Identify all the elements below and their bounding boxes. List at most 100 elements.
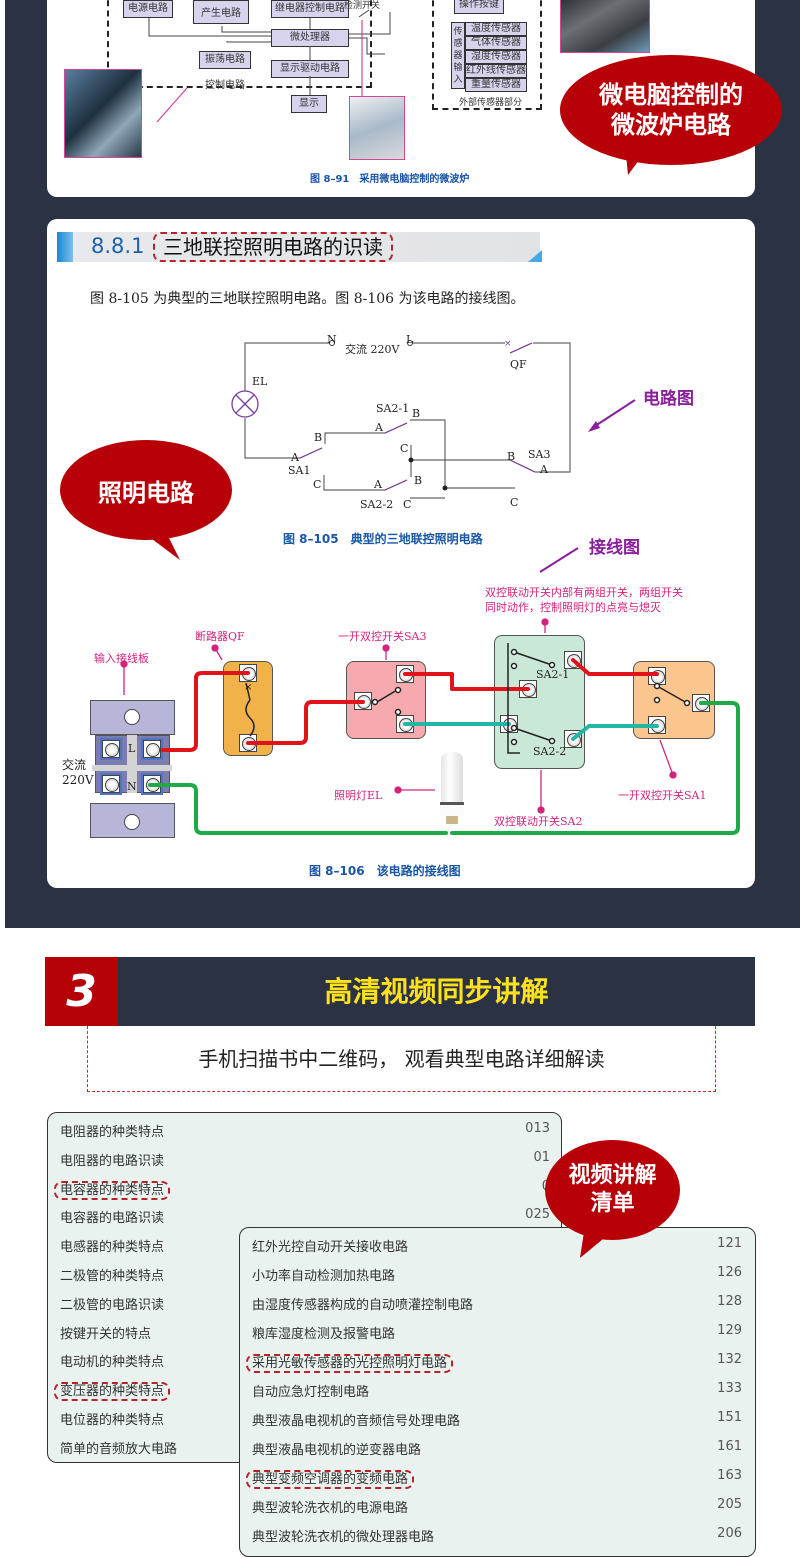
block-operate-keys: 操作按键	[454, 0, 504, 14]
bubble-tail	[140, 530, 180, 560]
video-list-item[interactable]: 典型液晶电视机的音频信号处理电路 151	[252, 1410, 742, 1429]
control-circuit-label: 控制电路	[205, 80, 245, 91]
sensor-input-label: 传感器输入	[451, 22, 465, 89]
schematic-a-label: A	[291, 451, 299, 464]
video-list-item-page: 129	[717, 1323, 742, 1338]
video-list-item-title: 简单的音频放大电路	[60, 1441, 178, 1457]
schematic-n-label: N	[327, 333, 337, 346]
input-board-label: 输入接线板	[94, 652, 149, 665]
video-list-item-title: 电位器的种类特点	[60, 1413, 165, 1428]
video-list-item-title: 二极管的电路识读	[60, 1297, 165, 1313]
block-display: 显示	[291, 95, 327, 113]
schematic-c-label: C	[403, 498, 412, 511]
video-list-item[interactable]: 简单的音频放大电路	[60, 1438, 550, 1457]
svg-text:×: ×	[504, 339, 512, 349]
video-list-item[interactable]: 电感器的种类特点	[60, 1236, 550, 1255]
ac-input-line2: 220V	[62, 773, 94, 787]
video-list-item[interactable]: 采用光敏传感器的光控照明灯电路 132	[246, 1352, 742, 1373]
section-3-title: 高清视频同步讲解	[118, 957, 755, 1026]
section-3-number: 3	[45, 957, 118, 1026]
ac-input-line1: 交流	[62, 758, 87, 772]
schematic-wires: ×	[231, 339, 636, 573]
schematic-a-label: A	[374, 478, 382, 491]
video-list-item[interactable]: 电动机的种类特点	[60, 1351, 550, 1370]
video-list-item[interactable]: 电位器的种类特点	[60, 1409, 550, 1428]
microwave-internal-photo	[560, 0, 650, 53]
video-list-item[interactable]: 按键开关的特点	[60, 1323, 550, 1342]
sensor-item: 重量传感器	[465, 78, 527, 92]
video-list-item-title: 变压器的种类特点	[54, 1382, 171, 1402]
video-list-item-page: 151	[717, 1410, 742, 1425]
detect-switch-photo	[349, 96, 405, 160]
video-list-item-title: 典型液晶电视机的音频信号处理电路	[252, 1414, 461, 1429]
schematic-b-label: B	[414, 474, 423, 487]
terminal-board-bottom	[90, 803, 175, 838]
section-heading: 8.8.1 三地联控照明电路的识读	[57, 232, 542, 262]
sensor-list: 温度传感器 气体传感器 湿度传感器 红外线传感器 重量传感器	[465, 22, 527, 92]
sa2-note-line1: 双控联动开关内部有两组开关，两组开关	[485, 586, 683, 599]
wiring-pointer-label: 接线图	[589, 538, 640, 558]
schematic-sa2-2-label: SA2-2	[360, 498, 394, 511]
schematic-a-label: A	[540, 463, 548, 476]
schematic-b-label: B	[314, 431, 323, 444]
schematic-c-label: C	[400, 442, 409, 455]
corner-triangle-icon	[528, 250, 542, 262]
section-number: 8.8.1	[91, 234, 145, 258]
lighting-callout-text: 照明电路	[98, 478, 194, 507]
sa2-label: 双控联动开关SA2	[494, 815, 583, 828]
video-list-item[interactable]: 典型变频空调器的变频电路 163	[246, 1468, 742, 1489]
schematic-sa1-label: SA1	[288, 464, 311, 477]
video-list-item[interactable]: 电容器的种类特点0	[54, 1179, 550, 1200]
sensor-item: 气体传感器	[465, 36, 527, 50]
schematic-sa2-1-label: SA2-1	[376, 402, 410, 415]
video-list-item-page: 01	[533, 1149, 550, 1165]
video-list-item-title: 典型变频空调器的变频电路	[246, 1470, 415, 1489]
video-list-item-page: 132	[717, 1352, 742, 1367]
video-list-item-title: 采用光敏传感器的光控照明灯电路	[246, 1354, 454, 1373]
ac-input-label: 交流 220V	[62, 758, 94, 788]
video-list-item-page: 161	[717, 1439, 742, 1454]
schematic-sa3-label: SA3	[528, 448, 551, 461]
section-3-subtitle: 手机扫描书中二维码， 观看典型电路详细解读	[87, 1026, 716, 1092]
block-oscillator: 振荡电路	[199, 51, 251, 69]
sensor-item: 红外线传感器	[465, 64, 527, 78]
intro-paragraph: 图 8-105 为典型的三地联控照明电路。图 8-106 为该电路的接线图。	[90, 291, 525, 307]
schematic-pointer-label: 电路图	[643, 389, 694, 409]
section-heading-accent	[57, 232, 73, 262]
video-callout-line2: 清单	[590, 1191, 635, 1216]
schematic-b-label: B	[412, 407, 421, 420]
terminal-l-in	[100, 738, 122, 760]
video-list-item-page: 126	[717, 1265, 742, 1280]
video-list-item-title: 由湿度传感器构成的自动喷灌控制电路	[252, 1298, 474, 1313]
sensor-item: 湿度传感器	[465, 50, 527, 64]
external-sensor-boundary	[432, 0, 542, 110]
video-list-item-page: 128	[717, 1294, 742, 1309]
video-list-item[interactable]: 变压器的种类特点	[54, 1380, 550, 1402]
video-list-item-title: 电动机的种类特点	[60, 1355, 165, 1371]
video-list-item-page: 163	[717, 1468, 742, 1483]
lamp-screw-base	[446, 816, 458, 824]
video-list-item[interactable]: 由湿度传感器构成的自动喷灌控制电路 128	[252, 1294, 742, 1313]
video-list-item[interactable]: 二极管的电路识读	[60, 1294, 550, 1313]
sa2-note-line2: 同时动作，控制照明灯的点亮与熄灭	[485, 601, 661, 614]
video-list-item-title: 典型波轮洗衣机的微处理器电路	[252, 1530, 435, 1545]
video-list-callout-bubble: 视频讲解 清单	[545, 1140, 680, 1240]
schematic-a-label: A	[375, 421, 383, 434]
video-list-item[interactable]: 二极管的种类特点	[60, 1265, 550, 1284]
figure-caption-8-91: 图 8–91 采用微电脑控制的微波炉	[310, 174, 470, 185]
terminal-n-in	[100, 773, 122, 795]
video-list-item-page: 121	[717, 1236, 742, 1251]
terminal-divider	[127, 735, 137, 793]
terminal-l-letter: L	[128, 742, 136, 755]
